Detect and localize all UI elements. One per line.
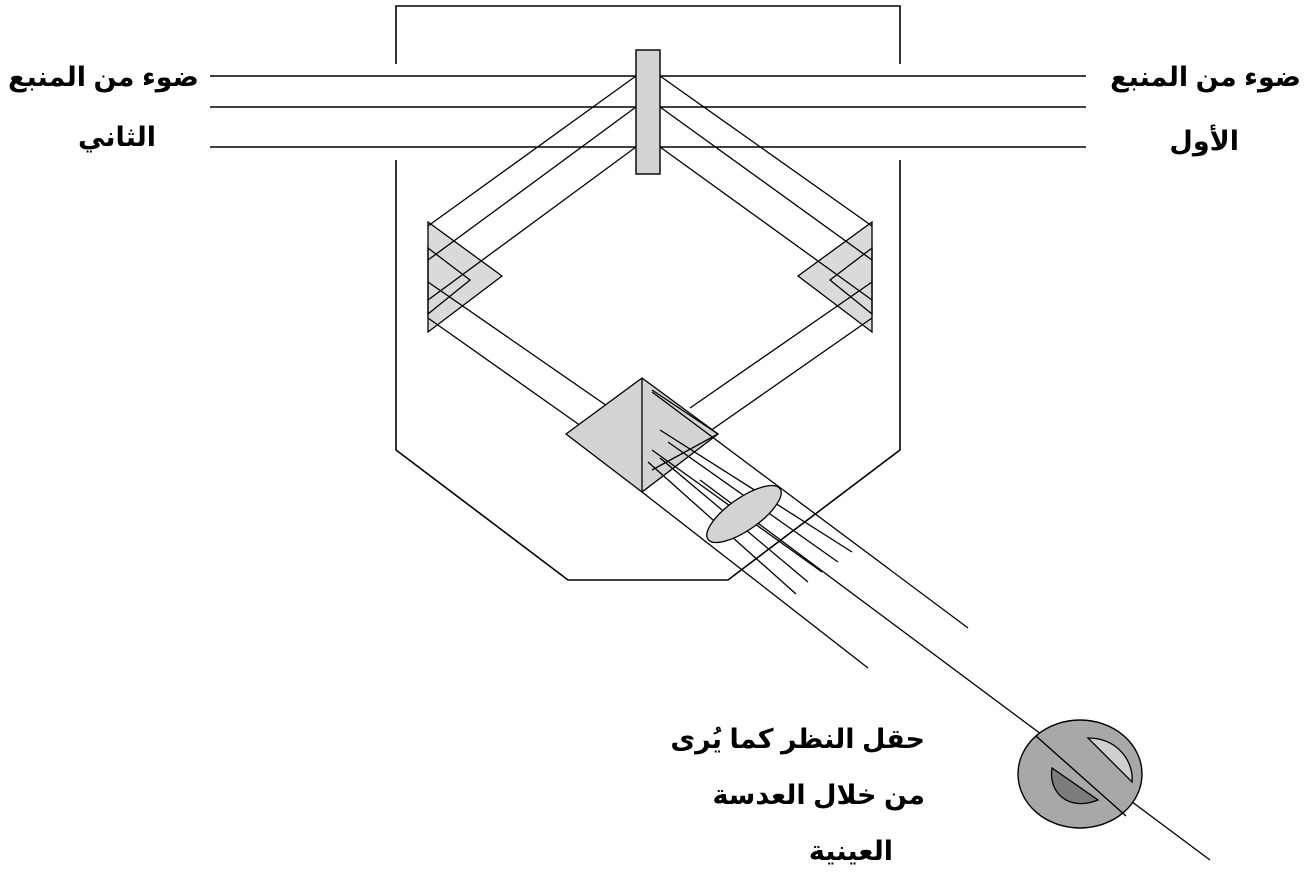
lens	[706, 484, 782, 544]
first-source-label-line2: الأول	[1169, 126, 1239, 156]
instrument-housing	[395, 5, 901, 581]
field-of-view-label-line3: العينية	[808, 836, 893, 866]
beam-splitter	[635, 49, 661, 175]
combining-prism	[564, 377, 720, 493]
second-source-label-line1: ضوء من المنبع	[8, 62, 199, 92]
second-source-label-line2: الثاني	[78, 122, 157, 152]
field-of-view-label-line1: حقل النظر كما يُرى	[670, 724, 925, 754]
right-prism	[796, 220, 873, 334]
converging-beams	[427, 281, 873, 439]
field-of-view-disc	[1017, 719, 1143, 829]
reflected-beams	[427, 75, 873, 301]
first-source-label-line1: ضوء من المنبع	[1110, 62, 1301, 92]
left-prism	[427, 220, 504, 334]
field-of-view-label-line2: من خلال العدسة	[712, 780, 925, 810]
